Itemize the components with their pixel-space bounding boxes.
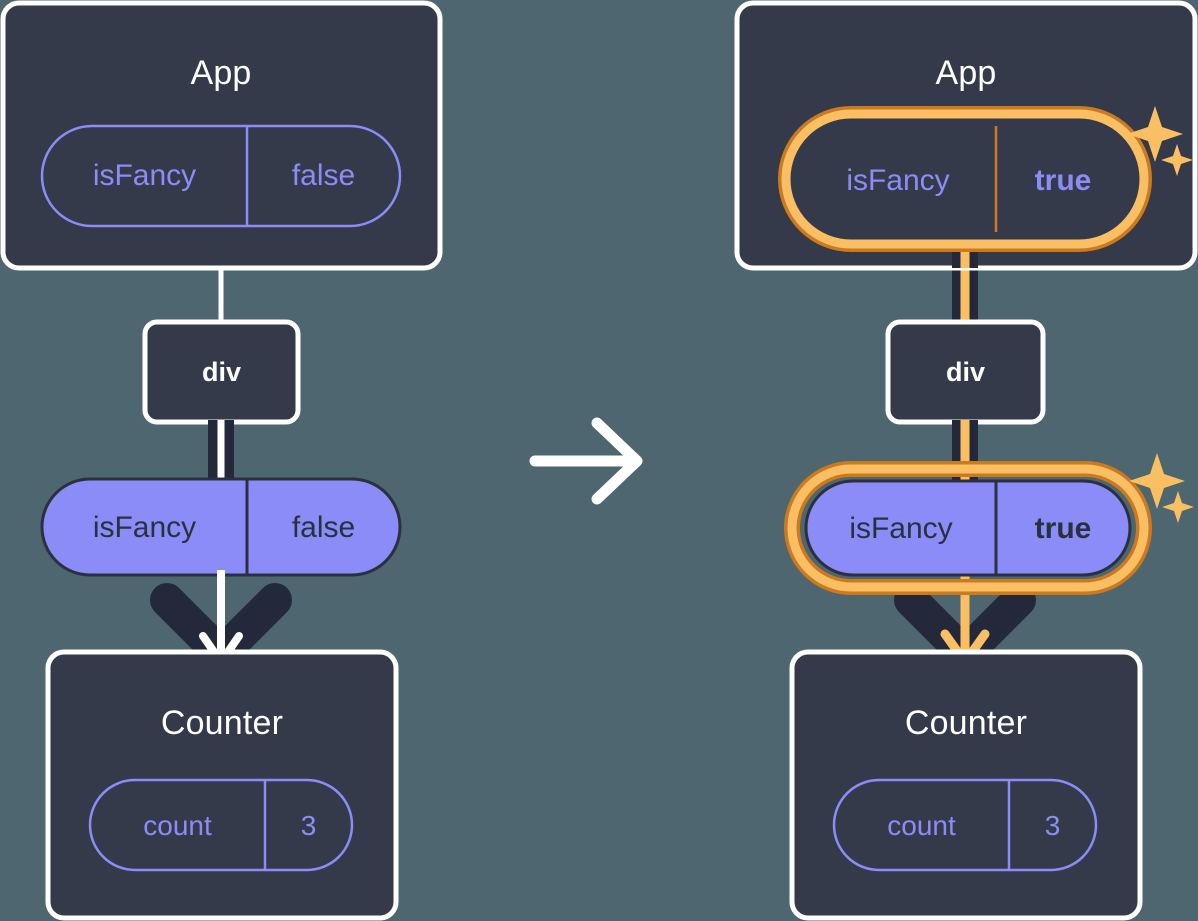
- left-counter-panel: [45, 649, 399, 921]
- left-app-panel: [0, 0, 443, 271]
- right-prop-sparkle-icon: [1129, 453, 1194, 523]
- left-prop-pill: [40, 477, 402, 577]
- right-counter-panel: [789, 649, 1143, 921]
- left-app-pill: [40, 124, 402, 228]
- left-div-panel: [142, 319, 301, 425]
- left-arrow-to-counter: [150, 570, 292, 671]
- right-prop-pill: [784, 461, 1152, 595]
- right-app-pill: [778, 106, 1152, 252]
- left-counter-pill: [88, 778, 354, 872]
- right-counter-pill: [832, 778, 1098, 872]
- right-app-sparkle-icon: [1127, 106, 1193, 176]
- right-div-panel: [885, 319, 1046, 425]
- transition-arrow-right-icon: [529, 417, 643, 505]
